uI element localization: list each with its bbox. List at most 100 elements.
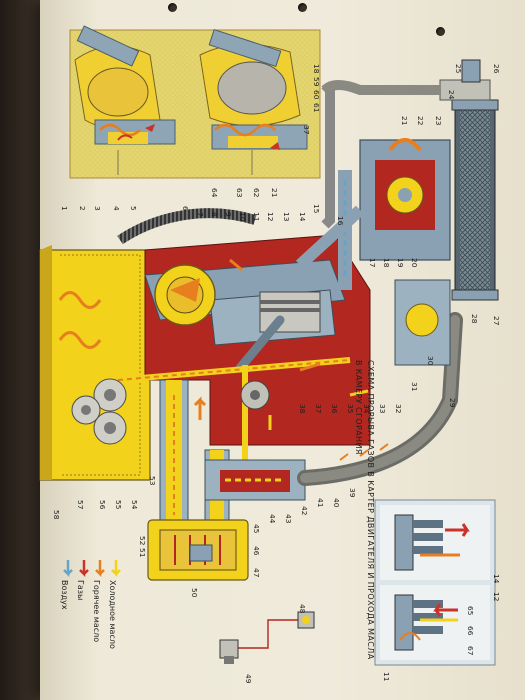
inset-ring-detail [374, 499, 496, 666]
label-16: 16 [336, 216, 345, 226]
inset-valve-detail [69, 25, 321, 179]
label-37: 37 [302, 125, 311, 135]
label-65: 65 [466, 606, 475, 616]
label-38: 38 [298, 404, 307, 414]
label-56: 56 [98, 500, 107, 510]
label-39: 39 [348, 488, 357, 498]
label-44: 44 [268, 514, 277, 524]
legend-item-gases: Газы [76, 560, 89, 600]
label-58: 58 [52, 510, 61, 520]
label-23: 23 [434, 116, 443, 126]
label-11: 11 [252, 212, 261, 222]
label-59: 59 [312, 77, 321, 87]
oil-pump [71, 378, 127, 445]
label-50: 50 [190, 588, 199, 598]
label-8: 8 [210, 212, 219, 217]
breather-tube [297, 312, 463, 486]
label-3: 3 [93, 206, 102, 211]
air-filter [410, 59, 499, 301]
label-37: 37 [314, 404, 323, 414]
main-labels: 1 2 3 4 5 6 7 8 9 10 11 12 13 14 15 16 1… [52, 64, 501, 684]
oil-pressure-sensor [219, 611, 315, 664]
label-54: 54 [130, 500, 139, 510]
label-36: 36 [330, 404, 339, 414]
label-22: 22 [416, 116, 425, 125]
legend-label-air: Воздух [60, 580, 69, 610]
label-64-top: 64 [210, 188, 219, 198]
label-18: 18 [382, 258, 391, 268]
label-7: 7 [196, 212, 205, 217]
label-29: 29 [448, 398, 457, 408]
label-18: 18 [312, 64, 321, 74]
oil-filter [147, 519, 249, 581]
label-2: 2 [78, 206, 87, 211]
label-25: 25 [454, 64, 463, 74]
label-24: 24 [447, 90, 456, 100]
binder-hole [168, 3, 177, 12]
label-10: 10 [238, 212, 247, 222]
inset-labels: 18 59 60 61 37 64 63 62 21 [210, 64, 321, 198]
legend-label-hot-oil: Горячее масло [92, 580, 101, 642]
legend-item-cold-oil: Холодное масло [108, 560, 121, 649]
label-42: 42 [300, 506, 309, 515]
label-51: 51 [138, 548, 147, 558]
title-line-2: В КАМЕРУ СГОРАНИЯ [354, 360, 363, 455]
label-13: 13 [282, 212, 291, 222]
label-28: 28 [470, 314, 479, 324]
label-63: 63 [235, 188, 244, 198]
diagram-title: СХЕМА ПРОРЫВА ГАЗОВ В КАРТЕР ДВИГАТЕЛЯ И… [354, 360, 375, 660]
label-6: 6 [181, 206, 190, 211]
intake-pipe [295, 170, 365, 290]
label-52: 52 [138, 536, 147, 545]
label-45: 45 [252, 524, 261, 534]
label-32: 32 [394, 404, 403, 413]
label-21-inset: 21 [270, 188, 279, 198]
label-20: 20 [410, 258, 419, 268]
label-15: 15 [312, 204, 321, 214]
legend-item-hot-oil: Горячее масло [92, 560, 105, 642]
label-47: 47 [252, 568, 261, 578]
label-57: 57 [76, 500, 85, 510]
binder-hole [298, 3, 307, 12]
legend-label-cold-oil: Холодное масло [108, 580, 117, 649]
label-5: 5 [129, 206, 138, 211]
inset-left-valve [74, 25, 176, 145]
breather-housing [204, 459, 306, 501]
legend-item-air: Воздух [60, 560, 73, 610]
label-40: 40 [332, 498, 341, 508]
legend-label-gases: Газы [76, 580, 85, 600]
label-34: 34 [362, 404, 371, 414]
label-46: 46 [252, 546, 261, 556]
label-55: 55 [114, 500, 123, 510]
label-67: 67 [466, 646, 475, 656]
label-21: 21 [400, 116, 409, 126]
binder-hole [436, 27, 445, 36]
flow-arrows [58, 258, 369, 430]
label-11-inset: 11 [382, 672, 391, 682]
label-66: 66 [466, 626, 475, 636]
label-31: 31 [410, 382, 419, 392]
label-27: 27 [492, 316, 501, 326]
label-19: 19 [396, 258, 405, 268]
label-41: 41 [316, 498, 325, 508]
label-60: 60 [312, 90, 321, 100]
engine-block [39, 208, 371, 481]
label-49: 49 [244, 674, 253, 684]
label-62: 62 [252, 188, 261, 197]
label-14-inset: 14 [492, 574, 501, 584]
legend: Холодное масло Горячее масло Газы Воздух [60, 560, 121, 649]
label-61: 61 [312, 103, 321, 113]
label-9: 9 [224, 212, 233, 217]
title-line-1: СХЕМА ПРОРЫВА ГАЗОВ В КАРТЕР ДВИГАТЕЛЯ И… [366, 360, 375, 660]
label-17: 17 [368, 258, 377, 268]
label-4: 4 [112, 206, 121, 211]
label-12: 12 [266, 212, 275, 221]
label-1: 1 [60, 206, 69, 211]
cylinder-head [321, 80, 451, 366]
label-43: 43 [284, 514, 293, 524]
label-12-inset: 12 [492, 592, 501, 601]
label-14: 14 [298, 212, 307, 222]
label-35: 35 [346, 404, 355, 414]
